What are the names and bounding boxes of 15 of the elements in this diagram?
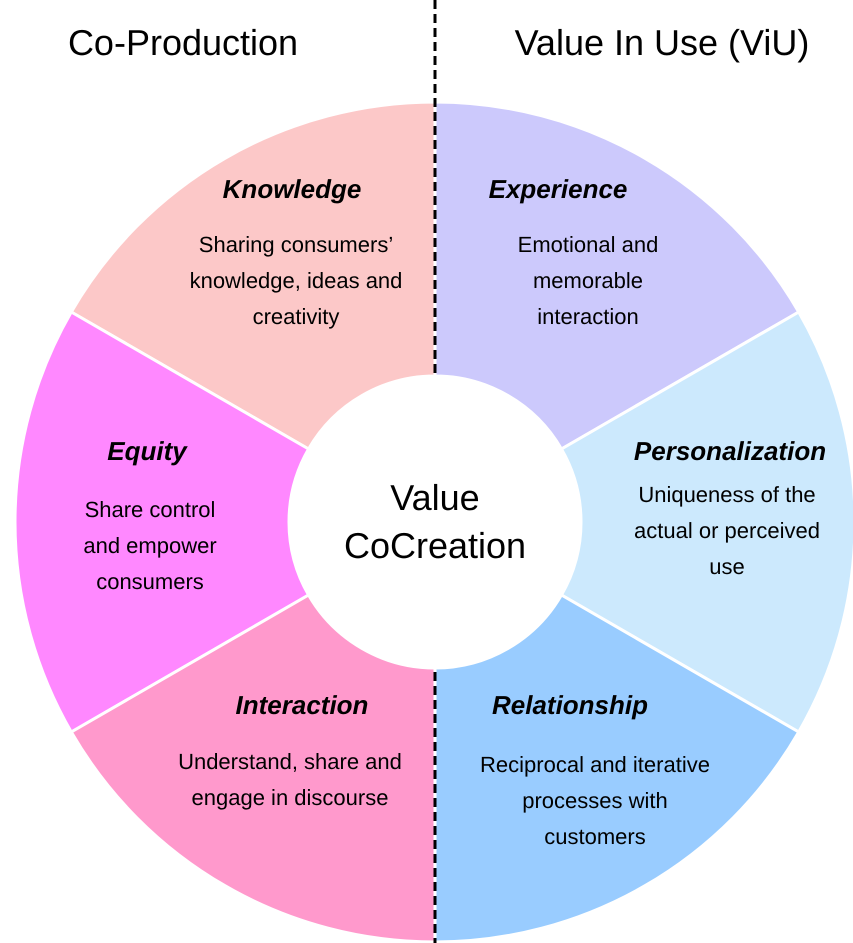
- segment-title: Interaction: [234, 690, 370, 721]
- center-title: Value CoCreation: [342, 476, 528, 568]
- segment-title: Equity: [106, 436, 189, 467]
- segment-description: Understand, share and engage in discourse: [177, 748, 403, 812]
- segment-title: Relationship: [490, 690, 649, 721]
- segment-description: Share control and empower consumers: [82, 496, 218, 596]
- segment-title: Experience: [488, 174, 628, 205]
- segment-description: Sharing consumers’ knowledge, ideas and creativity: [188, 231, 404, 331]
- segment-description: Emotional and memorable interaction: [516, 231, 660, 331]
- segment-description: Reciprocal and iterative processes with customers: [480, 751, 710, 851]
- segment-title: Knowledge: [222, 174, 362, 205]
- segment-description: Uniqueness of the actual or perceived use: [633, 481, 821, 581]
- segment-title: Personalization: [632, 436, 828, 467]
- section-heading: Co-Production: [66, 22, 300, 64]
- section-heading: Value In Use (ViU): [514, 22, 810, 64]
